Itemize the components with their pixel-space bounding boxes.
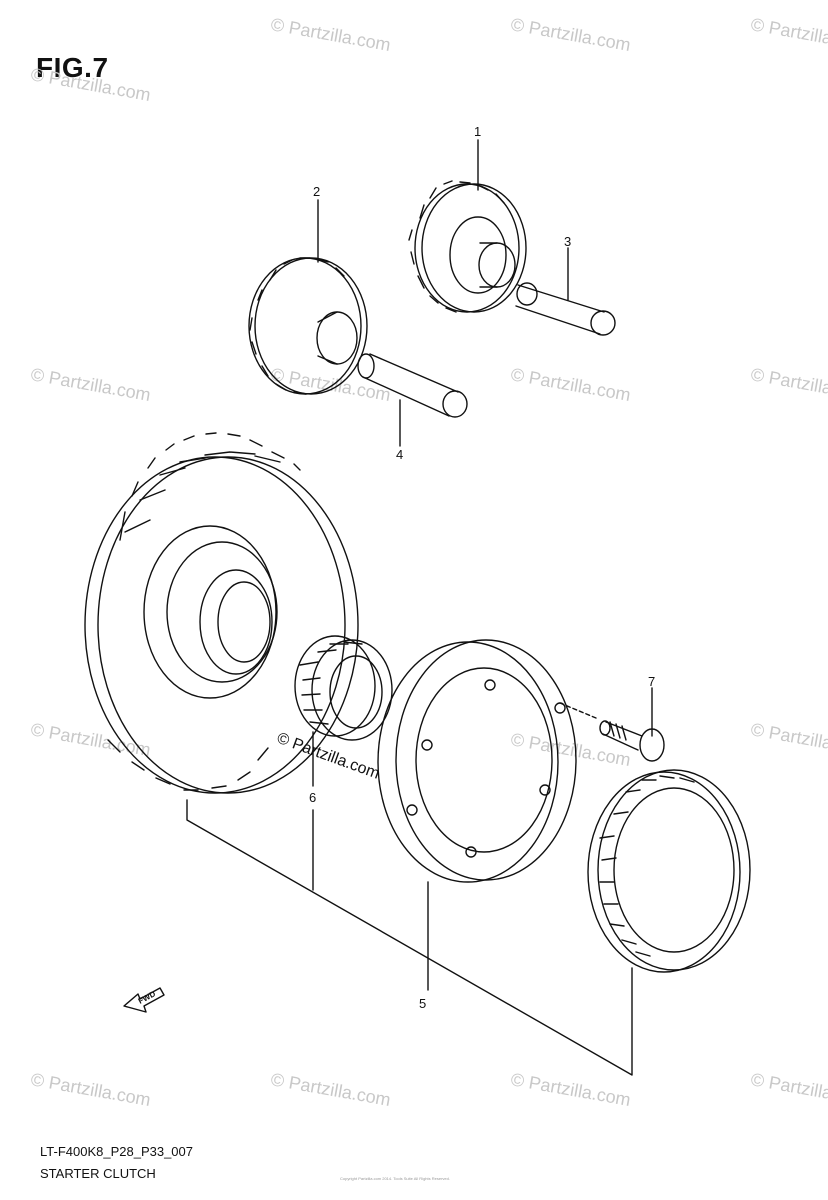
watermark-text: © Partzilla.com <box>269 1069 392 1110</box>
watermark-text: © Partzilla.com <box>29 364 152 405</box>
section-name: STARTER CLUTCH <box>40 1166 156 1181</box>
fwd-direction-marker <box>123 987 165 1013</box>
one-way-clutch-part <box>587 769 751 973</box>
watermark-text: © Partzilla.com <box>749 364 828 405</box>
callout-7: 7 <box>648 674 655 689</box>
clutch-housing-part <box>377 639 577 883</box>
reduction-gear-shaft <box>357 353 468 418</box>
callout-4: 4 <box>396 447 403 462</box>
bolt-part <box>559 702 665 762</box>
leader-lines <box>186 139 653 1076</box>
watermark-text: © Partzilla.com <box>509 364 632 405</box>
watermark-text: © Partzilla.com <box>749 14 828 55</box>
figure-title: FIG.7 <box>36 52 109 83</box>
callout-1: 1 <box>474 124 481 139</box>
callout-2: 2 <box>313 184 320 199</box>
model-code: LT-F400K8_P28_P33_007 <box>40 1144 193 1159</box>
idle-gear-shaft <box>515 282 616 336</box>
watermark-text: © Partzilla.com <box>749 1069 828 1110</box>
watermark-text: © Partzilla.com <box>29 64 152 105</box>
needle-bearing-part <box>294 635 393 741</box>
starter-clutch-gear <box>84 432 359 794</box>
watermark-text: © Partzilla.com <box>509 1069 632 1110</box>
reduction-gear-part <box>248 257 368 395</box>
watermark-text: © Partzilla.com <box>29 1069 152 1110</box>
watermark-text: © Partzilla.com <box>269 14 392 55</box>
callout-5: 5 <box>419 996 426 1011</box>
watermark-text: © Partzilla.com <box>749 719 828 760</box>
copyright-notice: Copyright Partzilla.com 2014. Tools Suit… <box>340 1176 450 1181</box>
watermark-text: © Partzilla.com <box>509 14 632 55</box>
callout-3: 3 <box>564 234 571 249</box>
idle-gear-part <box>408 180 527 313</box>
callout-6: 6 <box>309 790 316 805</box>
